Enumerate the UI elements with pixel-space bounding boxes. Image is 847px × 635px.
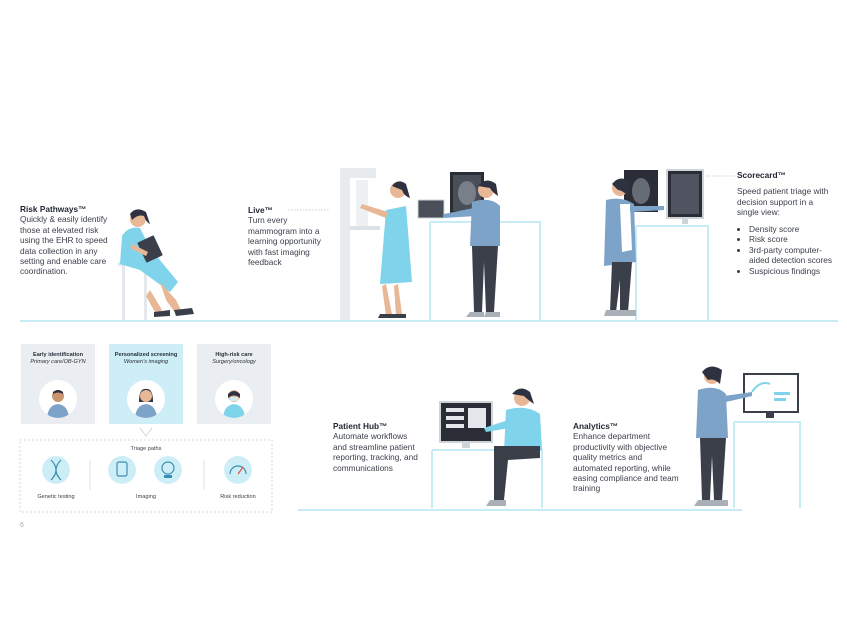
- triage-label-genetic-testing: Genetic testing: [37, 494, 75, 500]
- seated-woman-illustration: [118, 209, 194, 320]
- analytics-title: Analytics™: [573, 421, 619, 431]
- scorecard-bullet: 3rd-party computer-aided detection score…: [749, 245, 833, 266]
- card-subtitle: Primary care/OB-GYN: [30, 359, 86, 365]
- live-body: Turn every mammogram into a learning opp…: [248, 215, 321, 268]
- avatar: [39, 380, 77, 418]
- imaging-icon: [108, 456, 182, 484]
- live-title: Live™: [248, 205, 273, 215]
- live-text: Live™ Turn every mammogram into a learni…: [248, 205, 326, 267]
- triage-label-risk-reduction: Risk reduction: [220, 494, 256, 500]
- risk-pathways-title: Risk Pathways™: [20, 204, 87, 214]
- card-title: Personalized screening: [114, 352, 178, 358]
- mammography-illustration: [340, 168, 541, 320]
- card-subtitle: Surgery/oncology: [212, 359, 256, 365]
- analytics-body: Enhance department productivity with obj…: [573, 431, 679, 494]
- card-title: High-risk care: [215, 352, 253, 358]
- scorecard-bullet: Density score: [749, 224, 833, 235]
- scorecard-illustration: [604, 169, 709, 320]
- analytics-illustration: [694, 366, 801, 508]
- scorecard-body: Speed patient triage with decision suppo…: [737, 186, 829, 218]
- patient-hub-text: Patient Hub™ Automate workflows and stre…: [333, 421, 419, 473]
- triage-pointer: [139, 427, 153, 437]
- page-number: 6: [20, 522, 24, 529]
- scorecard-bullets: Density score Risk score 3rd-party compu…: [737, 224, 833, 277]
- dna-icon: [42, 456, 70, 484]
- card-title: Early identification: [32, 352, 84, 358]
- scorecard-title: Scorecard™: [737, 170, 786, 180]
- card-early-identification: Early identification Primary care/OB-GYN: [21, 344, 95, 424]
- card-high-risk-care: High-risk care Surgery/oncology: [197, 344, 271, 424]
- gauge-icon: [224, 456, 252, 484]
- risk-pathways-body: Quickly & easily identify those at eleva…: [20, 214, 108, 277]
- scorecard-text: Scorecard™ Speed patient triage with dec…: [737, 170, 833, 277]
- avatar: [127, 380, 165, 418]
- patient-hub-illustration: [431, 388, 543, 508]
- patient-hub-body: Automate workflows and streamline patien…: [333, 431, 418, 473]
- analytics-text: Analytics™ Enhance department productivi…: [573, 421, 679, 494]
- triage-label-imaging: Imaging: [136, 494, 156, 500]
- card-personalized-screening: Personalized screening Women's imaging: [109, 344, 183, 424]
- triage-title: Triage paths: [130, 446, 162, 452]
- card-subtitle: Women's imaging: [123, 359, 169, 365]
- scorecard-bullet: Risk score: [749, 234, 833, 245]
- scorecard-bullet: Suspicious findings: [749, 266, 833, 277]
- patient-hub-title: Patient Hub™: [333, 421, 388, 431]
- avatar: [215, 380, 253, 418]
- risk-pathways-text: Risk Pathways™ Quickly & easily identify…: [20, 204, 112, 277]
- triage-box: [19, 439, 273, 513]
